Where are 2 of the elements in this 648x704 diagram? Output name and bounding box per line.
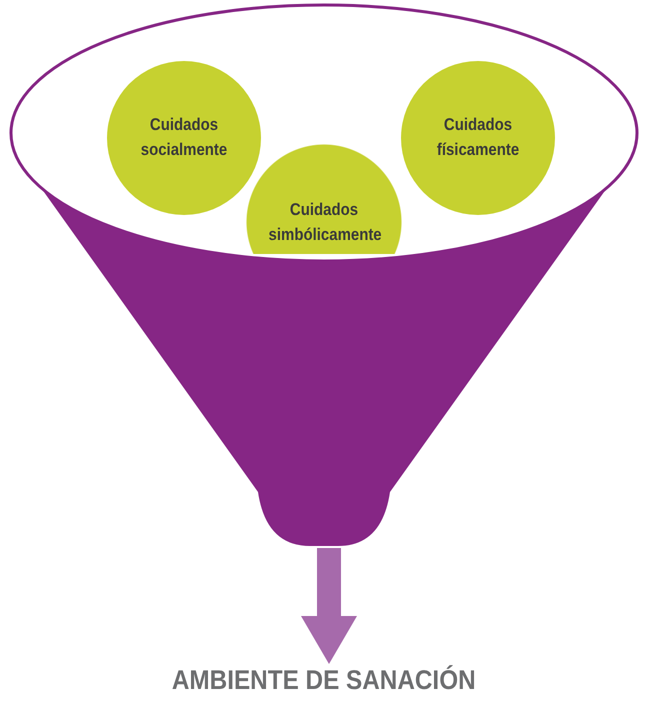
result-label: AMBIENTE DE SANACIÓN bbox=[0, 662, 648, 702]
down-arrow bbox=[301, 548, 357, 664]
